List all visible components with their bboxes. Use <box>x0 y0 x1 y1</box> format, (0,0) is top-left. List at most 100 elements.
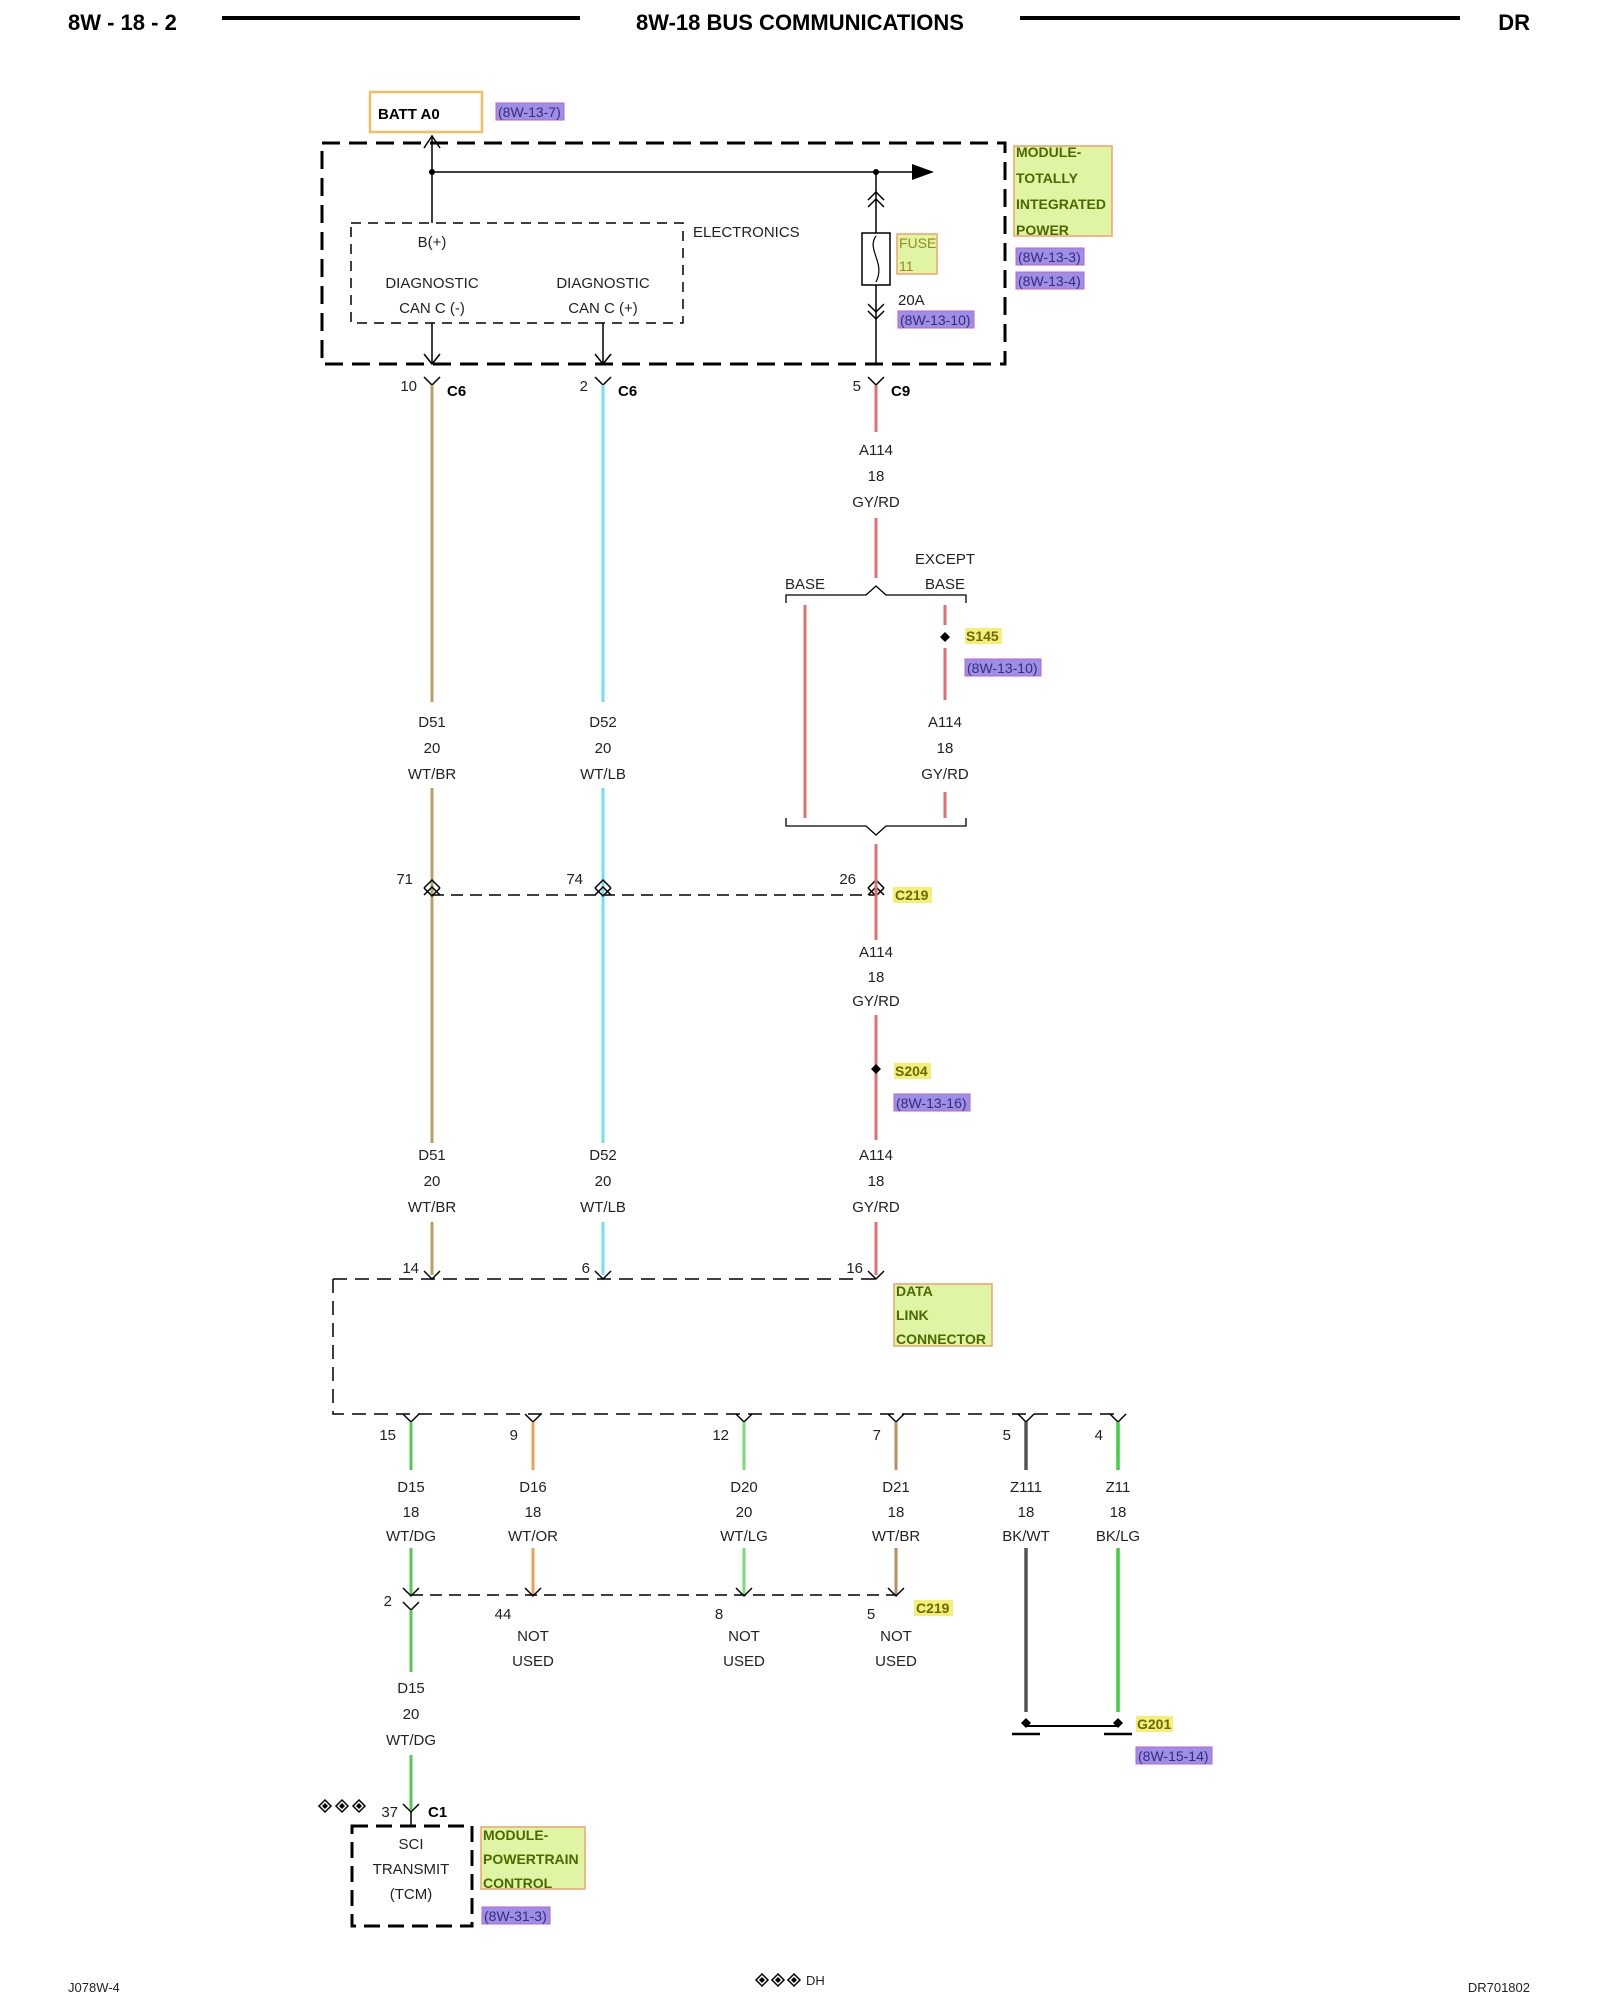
fuse-chevron-bot-2 <box>867 310 885 321</box>
a114-lower-id: A114 <box>859 1147 893 1164</box>
tipm-name-2: TOTALLY <box>1016 170 1079 186</box>
c219-pin74-upper <box>594 878 612 889</box>
dlc-pin16-terminal <box>867 1270 885 1281</box>
g201-node-left <box>1021 1718 1031 1728</box>
fuse-chevron-bot-1 <box>867 303 885 314</box>
a114-lower-gauge: 18 <box>868 1173 885 1190</box>
d51-lower-id: D51 <box>418 1147 446 1164</box>
footer-right: DR701802 <box>1468 1980 1530 1995</box>
batt-label: BATT A0 <box>378 106 440 123</box>
tipm-name-bg <box>1013 145 1113 237</box>
batt-ref-badge <box>495 102 565 121</box>
g201-ref-badge <box>1135 1746 1213 1765</box>
s145-ref[interactable]: (8W-13-10) <box>967 660 1038 676</box>
page-title: 8W-18 BUS COMMUNICATIONS <box>636 10 964 35</box>
d21-color: WT/BR <box>872 1528 920 1545</box>
s204-label: S204 <box>895 1063 928 1079</box>
d15-gauge: 18 <box>403 1504 420 1521</box>
pcm-ref-badge <box>481 1906 551 1925</box>
dlc-pin12: 12 <box>712 1427 729 1444</box>
fuse-label: FUSE <box>899 235 936 251</box>
dlc-pin9-terminal <box>524 1413 542 1424</box>
dlc-name-2: LINK <box>896 1307 929 1323</box>
c219-pin71-lower <box>423 887 441 898</box>
d15-lower-gauge: 20 <box>403 1706 420 1723</box>
s204-splice-dot <box>871 1064 881 1074</box>
dlc-pin4-terminal <box>1109 1413 1127 1424</box>
c6-conn-a: C6 <box>447 383 466 400</box>
s145-label-bg <box>965 628 1002 644</box>
diamond-marker-pcm <box>317 1798 367 1814</box>
c219-pin5-terminal <box>887 1587 905 1598</box>
d52-lower-id: D52 <box>589 1147 617 1164</box>
c219-pin71: 71 <box>396 871 413 888</box>
d51-upper-id: D51 <box>418 714 446 731</box>
dlc-pin7: 7 <box>873 1427 881 1444</box>
dlc-name-bg <box>893 1283 993 1347</box>
can-minus-line1: DIAGNOSTIC <box>385 275 479 292</box>
c9-conn: C9 <box>891 383 910 400</box>
d21-id: D21 <box>882 1479 910 1496</box>
pcm-ref[interactable]: (8W-31-3) <box>484 1908 547 1924</box>
d16-gauge: 18 <box>525 1504 542 1521</box>
tipm-ref-1[interactable]: (8W-13-3) <box>1018 249 1081 265</box>
s145-splice-dot <box>940 632 950 642</box>
except-base-line2: BASE <box>925 576 965 593</box>
c219-bottom-label-bg <box>914 1600 953 1616</box>
batt-feed-arrow <box>423 134 441 149</box>
can-plus-lead-arrow <box>594 353 612 366</box>
s204-ref[interactable]: (8W-13-16) <box>896 1095 967 1111</box>
tipm-ref-2[interactable]: (8W-13-4) <box>1018 273 1081 289</box>
batt-box <box>368 90 484 134</box>
c6-pin2: 2 <box>580 378 588 395</box>
bus-node-left <box>429 169 435 175</box>
pcm-box <box>350 1824 474 1928</box>
g201-ref[interactable]: (8W-15-14) <box>1138 1748 1209 1764</box>
c219-pin44-terminal <box>524 1587 542 1598</box>
fuse-ref[interactable]: (8W-13-10) <box>900 312 971 328</box>
d52-lower-color: WT/LB <box>580 1199 626 1216</box>
batt-ref[interactable]: (8W-13-7) <box>498 104 561 120</box>
d21-not-used-2: USED <box>875 1653 917 1670</box>
c6-pin10-terminal <box>423 376 441 387</box>
c9-pin5: 5 <box>853 378 861 395</box>
d21-not-used-1: NOT <box>880 1628 912 1645</box>
d20-not-used-2: USED <box>723 1653 765 1670</box>
pcm-pin-name-3: (TCM) <box>390 1886 432 1903</box>
fuse-chevron-top-2 <box>867 197 885 208</box>
pcm-conn-c1: C1 <box>428 1804 447 1821</box>
a114-except-color: GY/RD <box>921 766 969 783</box>
dlc-name-3: CONNECTOR <box>896 1331 986 1347</box>
except-base-line1: EXCEPT <box>915 551 975 568</box>
dlc-box-outline <box>332 1279 1118 1415</box>
dlc-pin14: 14 <box>402 1260 419 1277</box>
d15-lower-color: WT/DG <box>386 1732 436 1749</box>
c219-pin71-upper2 <box>423 885 441 896</box>
c219-pin44: 44 <box>495 1606 512 1623</box>
tipm-ref1-badge <box>1015 247 1085 266</box>
pcm-pin-name-1: SCI <box>398 1836 423 1853</box>
electronics-box <box>350 222 684 324</box>
z11-color: BK/LG <box>1096 1528 1140 1545</box>
fuse-amps: 20A <box>898 292 925 309</box>
c219-pin26: 26 <box>839 871 856 888</box>
a114-lower-color: GY/RD <box>852 1199 900 1216</box>
c219-top-label: C219 <box>895 887 929 903</box>
z111-color: BK/WT <box>1002 1528 1050 1545</box>
can-plus-line1: DIAGNOSTIC <box>556 275 650 292</box>
c219-pin2: 2 <box>384 1593 392 1610</box>
dlc-pin4: 4 <box>1095 1427 1103 1444</box>
c9-pin5-terminal <box>867 376 885 387</box>
footer-left: J078W-4 <box>68 1980 120 1995</box>
d51-lower-gauge: 20 <box>424 1173 441 1190</box>
fuse-element <box>872 235 880 283</box>
c219-pin8-terminal <box>735 1587 753 1598</box>
d16-id: D16 <box>519 1479 547 1496</box>
d52-upper-color: WT/LB <box>580 766 626 783</box>
tipm-name-4: POWER <box>1016 222 1069 238</box>
option-split-bracket-bottom <box>785 818 967 836</box>
c219-pin74-upper2 <box>594 885 612 896</box>
model-code: DR <box>1498 10 1530 35</box>
dlc-pin7-terminal <box>887 1413 905 1424</box>
